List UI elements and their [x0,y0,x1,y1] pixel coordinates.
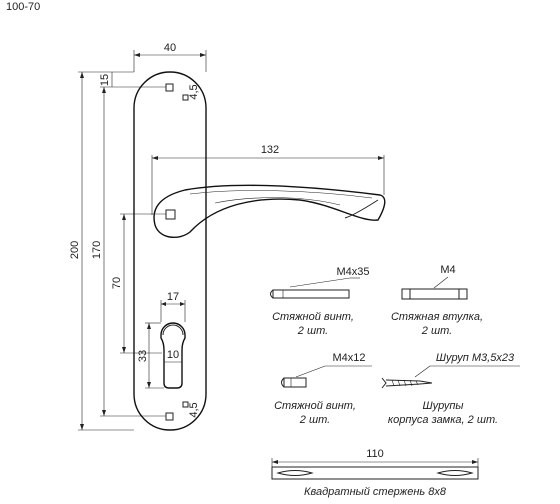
dim-plate-height: 200 [69,241,81,259]
top-screw-holes [165,83,189,101]
part-caption-line1: Стяжной винт, [274,400,356,412]
dimension-15: 15 [99,72,113,87]
cylinder-keyhole [160,322,186,389]
part-caption-line2: 2 шт. [421,325,452,337]
escutcheon-plate [133,71,207,431]
dim-lever-to-key: 70 [111,277,123,289]
part-caption-line1: Шурупы [422,400,463,412]
bottom-screw-holes [165,401,189,421]
dim-screw-diameter-top: 4,5 [188,84,200,99]
dim-key-width: 17 [167,291,179,303]
part-size-m4x35: M4x35 [336,266,369,278]
part-caption-line2: корпуса замка, 2 шт. [388,414,498,426]
dim-spindle-length: 110 [366,448,384,460]
part-square-spindle: 110 Квадратный стержень 8х8 [271,448,479,498]
dim-screw-offset: 15 [99,74,111,86]
part-size-m4: M4 [440,264,455,276]
dimension-length-132: 132 [151,144,385,215]
spindle-caption: Квадратный стержень 8х8 [304,486,447,498]
part-caption-line1: Стяжная втулка, [391,311,483,323]
dim-key-slot: 10 [167,349,179,361]
dim-handle-length: 132 [261,144,279,156]
dimension-screw-top: 4,5 [188,84,200,99]
dim-screw-diameter-bottom: 4,5 [188,402,200,417]
dim-key-height: 33 [137,350,149,362]
part-caption-line2: 2 шт. [297,325,328,337]
dimension-width-40: 40 [133,42,207,72]
lever-handle [153,184,386,238]
dimension-10: 10 [164,349,182,363]
part-screw-m4x12: M4x12 Стяжной винт, 2 шт. [274,352,372,426]
dimension-17: 17 [160,291,186,322]
dimension-33: 33 [137,322,164,389]
part-sleeve-m4: M4 Стяжная втулка, 2 шт. [391,264,483,337]
part-wood-screw: Шуруп М3,5х23 Шурупы корпуса замка, 2 шт… [381,352,520,426]
part-caption-line2: 2 шт. [299,414,330,426]
part-caption-line1: Стяжной винт, [272,311,354,323]
dimension-170: 170 [91,86,166,417]
dimension-70: 70 [111,213,166,354]
part-size-wood-screw: Шуруп М3,5х23 [436,352,515,364]
part-size-m4x12: M4x12 [332,352,365,364]
dim-plate-width: 40 [164,42,176,54]
model-label: 100-70 [6,1,40,13]
part-screw-m4x35: M4x35 Стяжной винт, 2 шт. [270,266,370,337]
dim-center-distance: 170 [91,241,103,259]
dimension-screw-bottom: 4,5 [188,402,200,417]
dimension-height-200: 200 [69,71,134,431]
